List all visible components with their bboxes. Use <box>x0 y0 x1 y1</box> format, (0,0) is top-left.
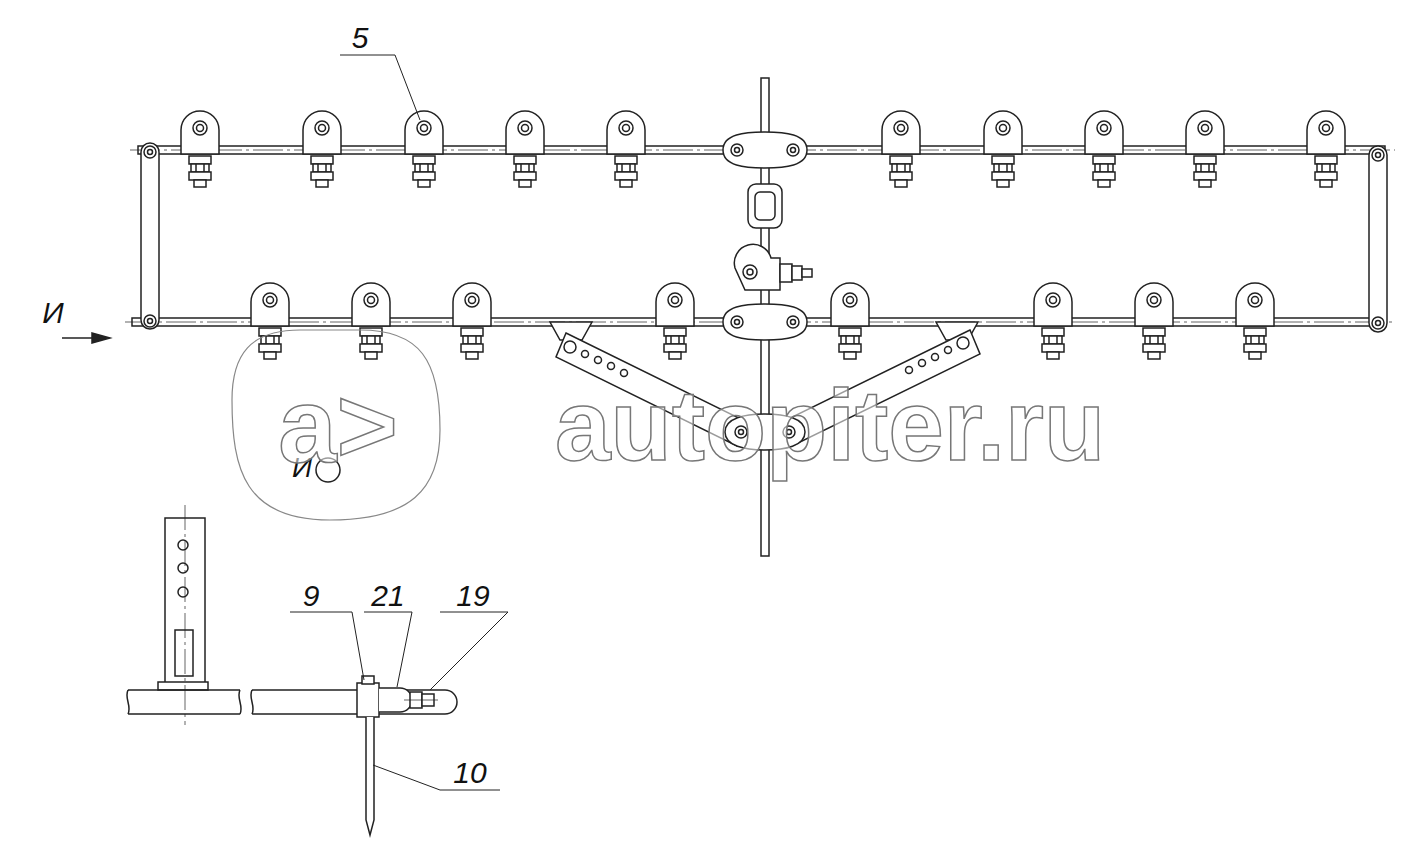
callout-number: 10 <box>453 758 486 788</box>
watermark-logo: a> <box>278 373 398 478</box>
view-letter: И <box>42 298 63 328</box>
watermark-text: autopiter.ru <box>555 375 1105 475</box>
callout-number: 19 <box>456 581 489 611</box>
callout-number: 5 <box>352 23 369 53</box>
callout-number: 9 <box>303 581 320 611</box>
callout-number: 21 <box>371 581 404 611</box>
